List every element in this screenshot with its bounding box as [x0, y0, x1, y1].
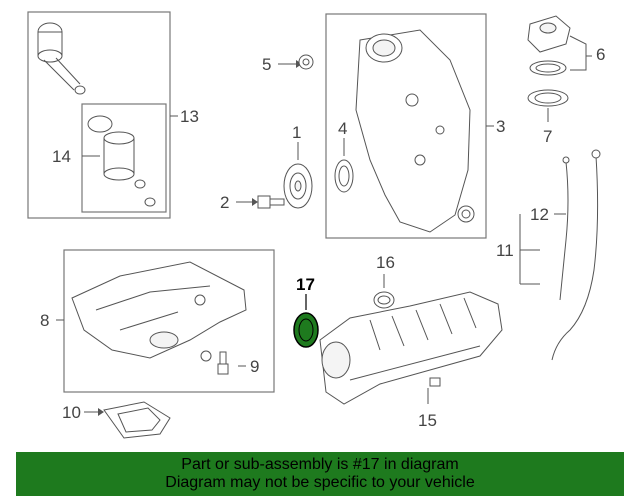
callout-9: 9 [250, 357, 259, 376]
part-info-banner: Part or sub-assembly is #17 in diagram D… [16, 452, 624, 496]
callout-14: 14 [52, 147, 71, 166]
drain-plug-part-9 [200, 350, 229, 375]
callout-16: 16 [376, 253, 395, 272]
callout-1: 1 [292, 123, 301, 142]
callout-10: 10 [62, 403, 81, 422]
timing-cover-drawing [355, 29, 475, 233]
oil-filter-cap-drawing [37, 22, 86, 95]
callout-8: 8 [40, 311, 49, 330]
callout-5: 5 [262, 55, 271, 74]
filter-housing-group-box [27, 11, 171, 219]
callout-12: 12 [530, 205, 549, 224]
oil-pan-drawing [71, 261, 247, 359]
filler-cap-part-6 [527, 15, 571, 53]
callout-2: 2 [220, 193, 229, 212]
banner-line-1: Part or sub-assembly is #17 in diagram [181, 456, 459, 473]
gasket-part-10 [103, 401, 171, 439]
bolt-part-2 [257, 195, 285, 209]
banner-line-2: Diagram may not be specific to your vehi… [165, 474, 475, 491]
callout-7: 7 [543, 127, 552, 146]
filter-element-sub-box [81, 103, 167, 213]
intake-manifold-drawing [319, 291, 503, 405]
callout-6: 6 [596, 45, 605, 64]
dipstick-tube-part-11 [551, 155, 599, 361]
callout-15: 15 [418, 411, 437, 430]
seal-part-4 [334, 159, 354, 193]
pulley-part-1 [283, 163, 313, 209]
callout-3: 3 [496, 117, 505, 136]
callout-4: 4 [338, 119, 347, 138]
callout-11: 11 [496, 241, 514, 260]
oil-pan-group-box [63, 249, 275, 393]
oil-filter-element-drawing [87, 115, 156, 207]
dipstick-part-12 [559, 161, 569, 301]
seal-part-17-highlighted [293, 312, 319, 348]
filler-neck-part-7 [527, 89, 569, 107]
callout-17: 17 [296, 275, 315, 294]
callout-13: 13 [180, 107, 199, 126]
